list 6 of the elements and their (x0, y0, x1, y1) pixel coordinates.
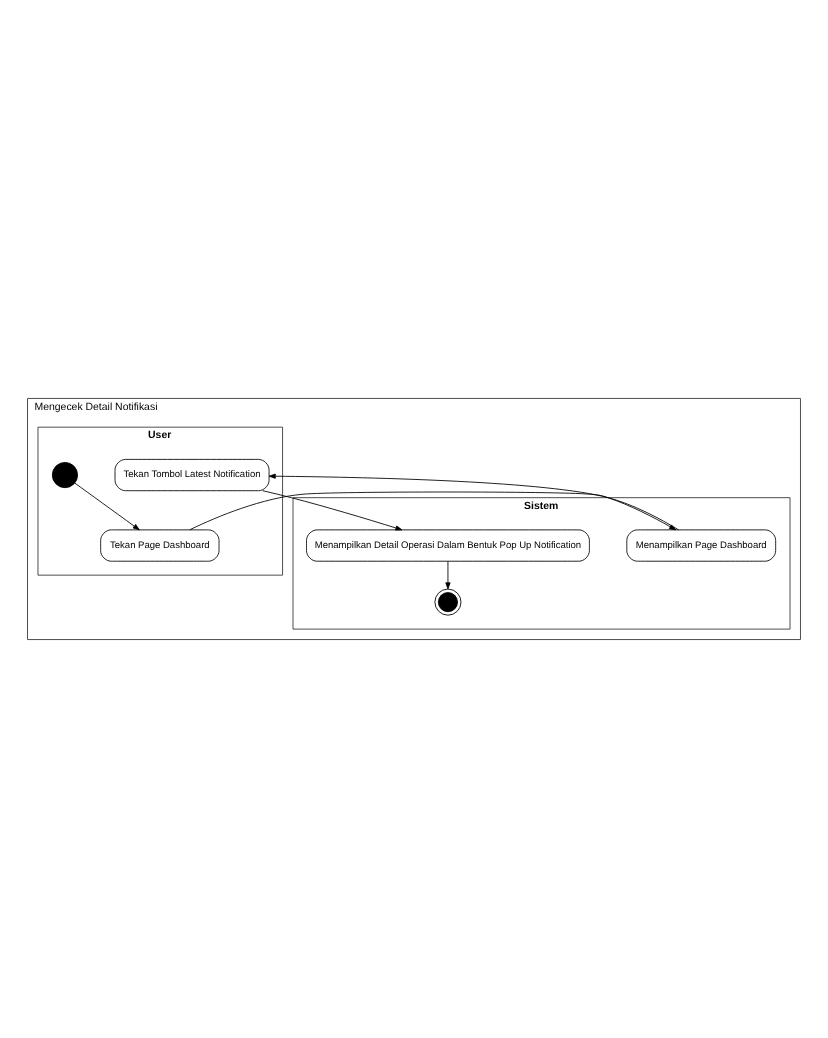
arrow (445, 560, 451, 590)
arrow (262, 490, 403, 531)
arrow (268, 473, 680, 531)
node-circle (51, 462, 78, 489)
arrow (189, 491, 677, 531)
arrow (74, 482, 140, 531)
